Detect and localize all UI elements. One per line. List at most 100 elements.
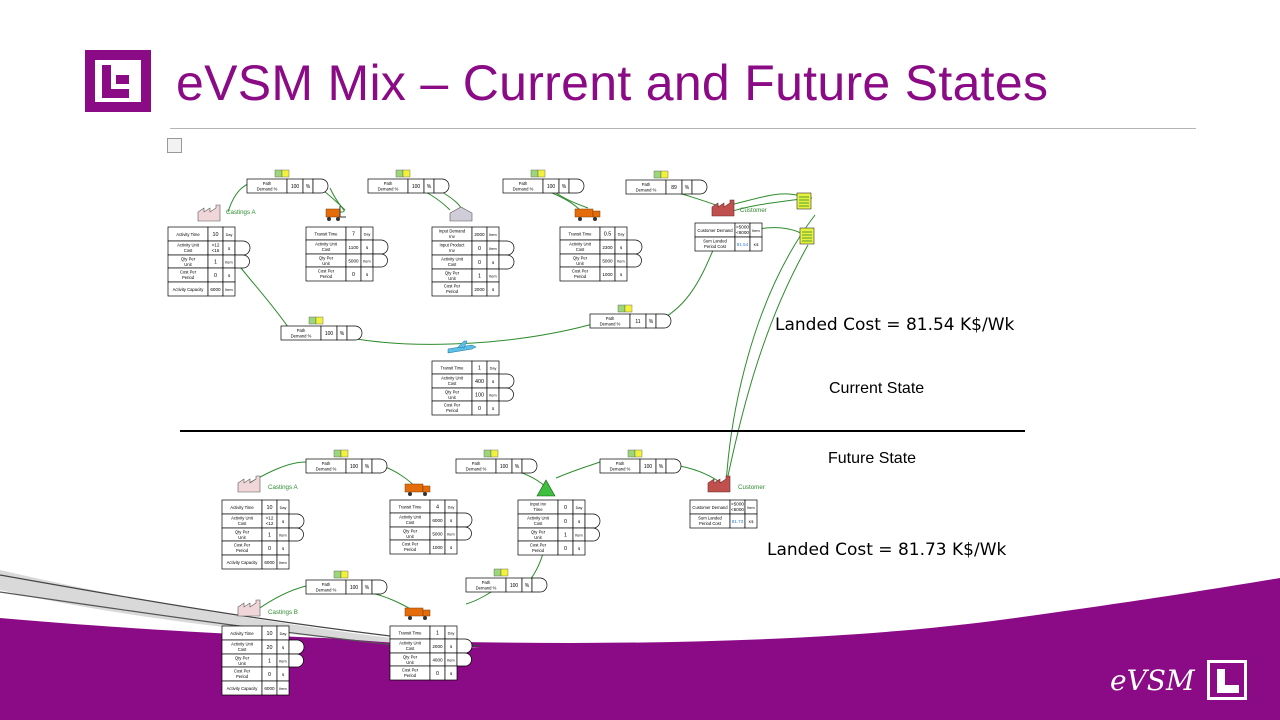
row-label: Activity Unit — [177, 243, 200, 248]
path-value: 89 — [671, 185, 677, 191]
row-unit: Item — [747, 506, 754, 510]
row-label: Period — [404, 547, 417, 552]
row-value: <6000 — [731, 507, 744, 512]
node-name: Customer — [738, 484, 765, 491]
row-label: Cost — [184, 248, 193, 253]
row-value: 100 — [475, 393, 484, 399]
path-unit: % — [427, 184, 432, 190]
row-value: 5000 — [602, 259, 613, 264]
node-name: Customer — [740, 207, 767, 214]
row-label: Activity Time — [230, 631, 254, 636]
row-label: Cost Per — [402, 668, 419, 673]
row-unit: Item — [225, 260, 232, 264]
path-value: 100 — [291, 184, 300, 190]
embedded-object-icon[interactable] — [167, 138, 182, 153]
future-state-label: Future State — [828, 450, 917, 467]
document-icon — [799, 227, 815, 245]
row-unit: K$ — [754, 243, 760, 247]
flow-link — [441, 191, 463, 211]
row-value: 1 — [268, 533, 271, 539]
path-unit: % — [562, 184, 567, 190]
path-unit: % — [365, 585, 370, 591]
row-unit: Item — [447, 532, 454, 536]
customer-icon — [707, 475, 731, 493]
row-label: Qty Per — [445, 390, 460, 395]
row-unit: $ — [366, 273, 369, 277]
path-value: 100 — [350, 585, 359, 591]
row-value: 0 — [478, 260, 481, 266]
row-label: Activity Unit — [527, 516, 550, 521]
row-unit: $ — [620, 246, 623, 250]
row-value: 5000 — [348, 259, 359, 264]
evsm-logo-icon — [85, 50, 151, 112]
path-value: 100 — [510, 583, 519, 589]
row-value: 400 — [475, 379, 484, 385]
path-label: Demand % — [476, 586, 497, 591]
row-unit: Item — [225, 288, 232, 292]
row-value: 2000 — [474, 287, 485, 292]
row-label: Qty Per — [403, 655, 418, 660]
row-value: 1 — [478, 274, 481, 280]
row-label: Cost — [322, 247, 331, 252]
row-label: Activity Time — [176, 232, 200, 237]
row-unit: Item — [363, 259, 370, 263]
path-unit: % — [365, 464, 370, 470]
row-label: Transit Time — [399, 630, 423, 635]
flow-link — [555, 461, 601, 479]
path-value: 100 — [500, 464, 509, 470]
row-label: Qty Per — [319, 256, 334, 261]
row-unit: Day — [226, 233, 233, 237]
footer-band — [0, 578, 1280, 720]
row-value: 10 — [267, 505, 273, 511]
row-label: Period — [446, 289, 459, 294]
row-unit: $ — [578, 547, 581, 551]
row-label: Time — [533, 507, 543, 512]
row-label: Activity Time — [230, 505, 254, 510]
path-label: Path — [642, 182, 651, 187]
flow-link — [729, 193, 801, 206]
path-value: 11 — [635, 319, 640, 325]
row-unit: $ — [450, 519, 453, 523]
row-label: Cost Per — [180, 270, 197, 275]
row-unit: Item — [617, 259, 624, 263]
row-unit: Item — [279, 561, 286, 565]
path-value: 100 — [325, 331, 334, 337]
row-value: 1000 — [432, 545, 443, 550]
row-value: >12 — [212, 243, 220, 248]
row-label: Activity Capacity — [227, 686, 259, 691]
path-label: Demand % — [316, 467, 337, 472]
path-unit: % — [525, 583, 530, 589]
row-label: Activity Capacity — [227, 560, 259, 565]
row-label: Inv — [449, 248, 455, 253]
row-label: Sum Landed — [698, 516, 722, 521]
row-label: Period — [532, 548, 545, 553]
row-unit: $ — [366, 246, 369, 250]
row-label: Cost Per — [234, 543, 251, 548]
row-value: 4 — [436, 505, 439, 511]
row-label: Activity Capacity — [173, 287, 205, 292]
row-unit: Day — [618, 232, 625, 236]
row-label: Cost Per — [572, 269, 589, 274]
row-unit: Day — [448, 505, 455, 509]
path-label: Path — [263, 181, 272, 186]
factory-icon — [237, 599, 261, 617]
row-unit: Item — [279, 659, 286, 663]
row-value: 0 — [352, 272, 355, 278]
row-label: Activity Unit — [441, 376, 464, 381]
row-label: Input Demand — [439, 229, 466, 234]
row-unit: K$ — [749, 520, 755, 524]
row-label: Cost — [238, 647, 247, 652]
row-label: Customer Demand — [692, 505, 728, 510]
row-label: Cost — [448, 381, 457, 386]
row-value: 0 — [478, 406, 481, 412]
row-value: 2000 — [474, 232, 485, 237]
row-unit: $ — [578, 520, 581, 524]
